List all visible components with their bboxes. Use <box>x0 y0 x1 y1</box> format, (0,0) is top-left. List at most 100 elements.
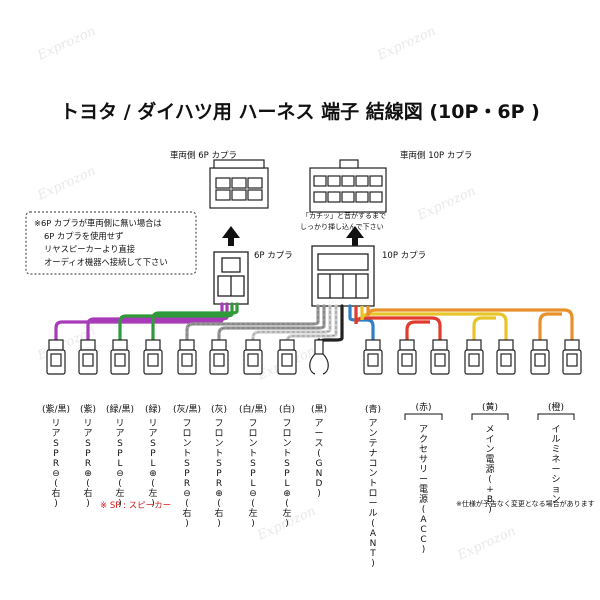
watermark-text: Exprozon <box>414 184 478 224</box>
coupler-6p-label: 6P カプラ <box>254 251 293 261</box>
terminal-icon <box>464 339 484 375</box>
vertical-char: ⊖ <box>183 489 191 499</box>
terminal-icon <box>177 339 197 375</box>
vertical-char: ネ <box>551 454 560 465</box>
vertical-char: G <box>316 459 323 469</box>
vertical-char: セ <box>419 444 428 455</box>
vehicle-6p-coupler-icon <box>209 159 269 209</box>
vertical-char: P <box>150 449 156 459</box>
vertical-char: ン <box>282 439 291 449</box>
vertical-char: ト <box>214 449 223 459</box>
vertical-char: S <box>117 439 123 449</box>
wire-color-label: (青) <box>365 403 381 415</box>
vertical-char: ア <box>115 429 124 439</box>
vertical-char: フ <box>282 419 291 429</box>
pair-bracket <box>471 413 509 420</box>
vertical-char: R <box>184 479 190 489</box>
vertical-char: ロ <box>214 429 223 439</box>
terminal-icon <box>530 339 550 375</box>
vertical-char: P <box>216 469 222 479</box>
vertical-char: ア <box>314 419 323 429</box>
vertical-char: P <box>53 449 59 459</box>
vertical-char: R <box>53 459 59 469</box>
vertical-char: C <box>420 535 426 545</box>
terminal-icon <box>243 339 263 375</box>
vertical-char: A <box>370 529 377 539</box>
vertical-char: P <box>117 449 123 459</box>
vertical-char: + <box>486 485 494 495</box>
vertical-char: 右 <box>51 487 60 499</box>
vertical-char: ア <box>148 429 157 439</box>
vertical-char: 源 <box>419 494 428 505</box>
wire <box>354 306 442 340</box>
vertical-char: ア <box>419 425 428 435</box>
sp-footnote: ※ SP : スピーカー <box>100 501 171 511</box>
vertical-char: シ <box>551 475 560 485</box>
coupler-10p-label: 10P カプラ <box>382 251 426 261</box>
vertical-char: 電 <box>419 484 428 495</box>
vertical-char: ⊖ <box>116 469 124 479</box>
vertical-char: リ <box>51 419 60 429</box>
vertical-char: ( <box>422 505 426 515</box>
terminal-layer <box>46 339 582 375</box>
vertical-char: リ <box>115 419 124 429</box>
vertical-char: ア <box>83 429 92 439</box>
vertical-char: L <box>284 479 289 489</box>
vertical-char: メ <box>485 425 494 435</box>
vertical-char: ョ <box>551 485 560 495</box>
vertical-char: P <box>250 469 256 479</box>
wire-color-label: (紫) <box>80 404 96 415</box>
watermark-text: Exprozon <box>374 24 438 64</box>
vehicle-10p-coupler-icon <box>309 159 387 213</box>
vertical-char: L <box>250 479 255 489</box>
vertical-char: 源 <box>485 464 494 475</box>
wire <box>538 312 562 340</box>
vertical-char: ( <box>251 499 255 509</box>
wire-color-label: (黄) <box>482 401 498 413</box>
vertical-char: ト <box>182 449 191 459</box>
terminal-icon <box>46 339 66 375</box>
pair-bracket <box>537 413 575 420</box>
terminal-icon <box>562 339 582 375</box>
vertical-char: ス <box>314 439 323 449</box>
label-layer: (紫/黒)リアSPR⊖(右)(紫)リアSPR⊕(右)(緑/黒)リアSPL⊖(左)… <box>42 401 575 569</box>
vertical-char: 左 <box>148 487 157 499</box>
vertical-char: P <box>284 469 290 479</box>
vertical-char: ン <box>214 439 223 449</box>
vertical-char: S <box>53 439 59 449</box>
vertical-char: リ <box>419 465 428 475</box>
vertical-char: 右 <box>182 507 191 519</box>
harness-10p-coupler-icon <box>311 245 375 307</box>
vertical-char: S <box>284 459 290 469</box>
vertical-char: ー <box>368 499 377 509</box>
wire-layer <box>54 302 574 347</box>
vertical-char: ( <box>488 475 492 485</box>
vertical-char: フ <box>214 419 223 429</box>
vertical-char: ロ <box>368 489 377 499</box>
click-note-line: 「カチッ」と音がするまで <box>302 211 386 220</box>
vertical-char: 左 <box>282 507 291 519</box>
wire-color-label: (緑/黒) <box>106 403 134 415</box>
wire-color-label: (橙) <box>548 401 564 413</box>
vertical-char: ロ <box>282 429 291 439</box>
vertical-char: ) <box>488 505 492 515</box>
vertical-char: S <box>150 439 156 449</box>
watermark-text: Exprozon <box>34 164 98 204</box>
terminal-icon <box>110 339 130 375</box>
vertical-char: 電 <box>485 454 494 465</box>
terminal-icon <box>143 339 163 375</box>
note-box <box>25 211 197 275</box>
wire-color-label: (灰/黒) <box>173 403 201 415</box>
vertical-char: P <box>85 449 91 459</box>
vertical-char: コ <box>368 459 377 469</box>
vertical-char: リ <box>148 419 157 429</box>
wire <box>405 320 430 340</box>
wire-color-label: (白/黒) <box>239 403 267 415</box>
vertical-char: 右 <box>214 507 223 519</box>
terminal-icon <box>397 339 417 375</box>
wire <box>366 306 574 340</box>
vertical-char: イ <box>485 435 494 445</box>
vertical-char: ー <box>551 465 560 475</box>
